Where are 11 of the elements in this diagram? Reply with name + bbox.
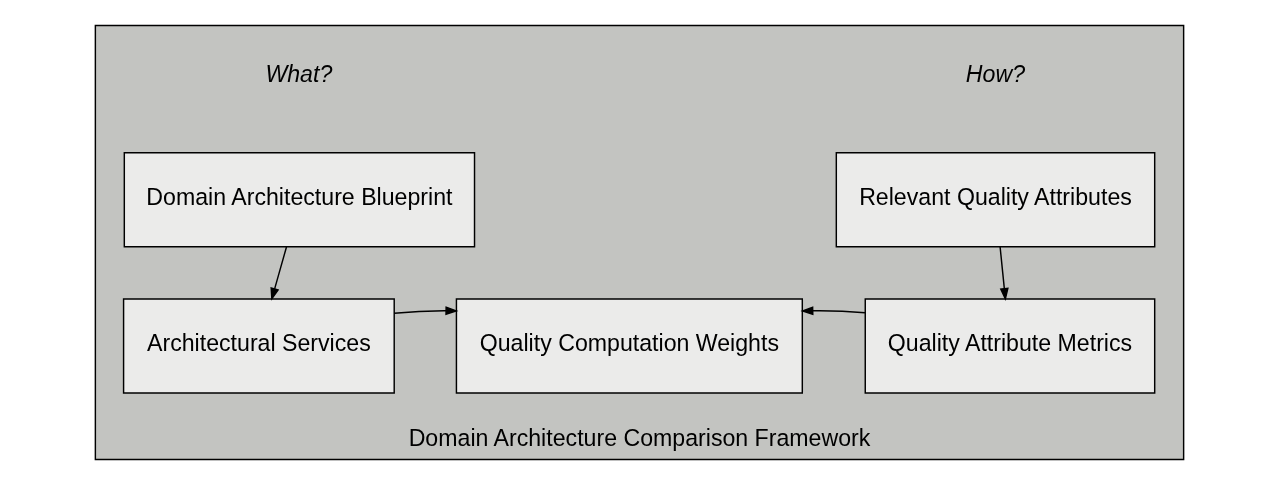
node-box: Domain Architecture Blueprint bbox=[123, 152, 475, 248]
node-box: Relevant Quality Attributes bbox=[835, 152, 1155, 248]
label: How? bbox=[965, 60, 1025, 87]
arrow bbox=[998, 246, 1009, 301]
arrow bbox=[799, 306, 866, 316]
arrow bbox=[269, 246, 287, 301]
node-box: Architectural Services bbox=[122, 298, 395, 394]
node-box: Quality Computation Weights bbox=[455, 298, 803, 394]
node-box: Quality Attribute Metrics bbox=[864, 298, 1155, 394]
arrow bbox=[393, 306, 458, 316]
label: What? bbox=[264, 60, 332, 87]
